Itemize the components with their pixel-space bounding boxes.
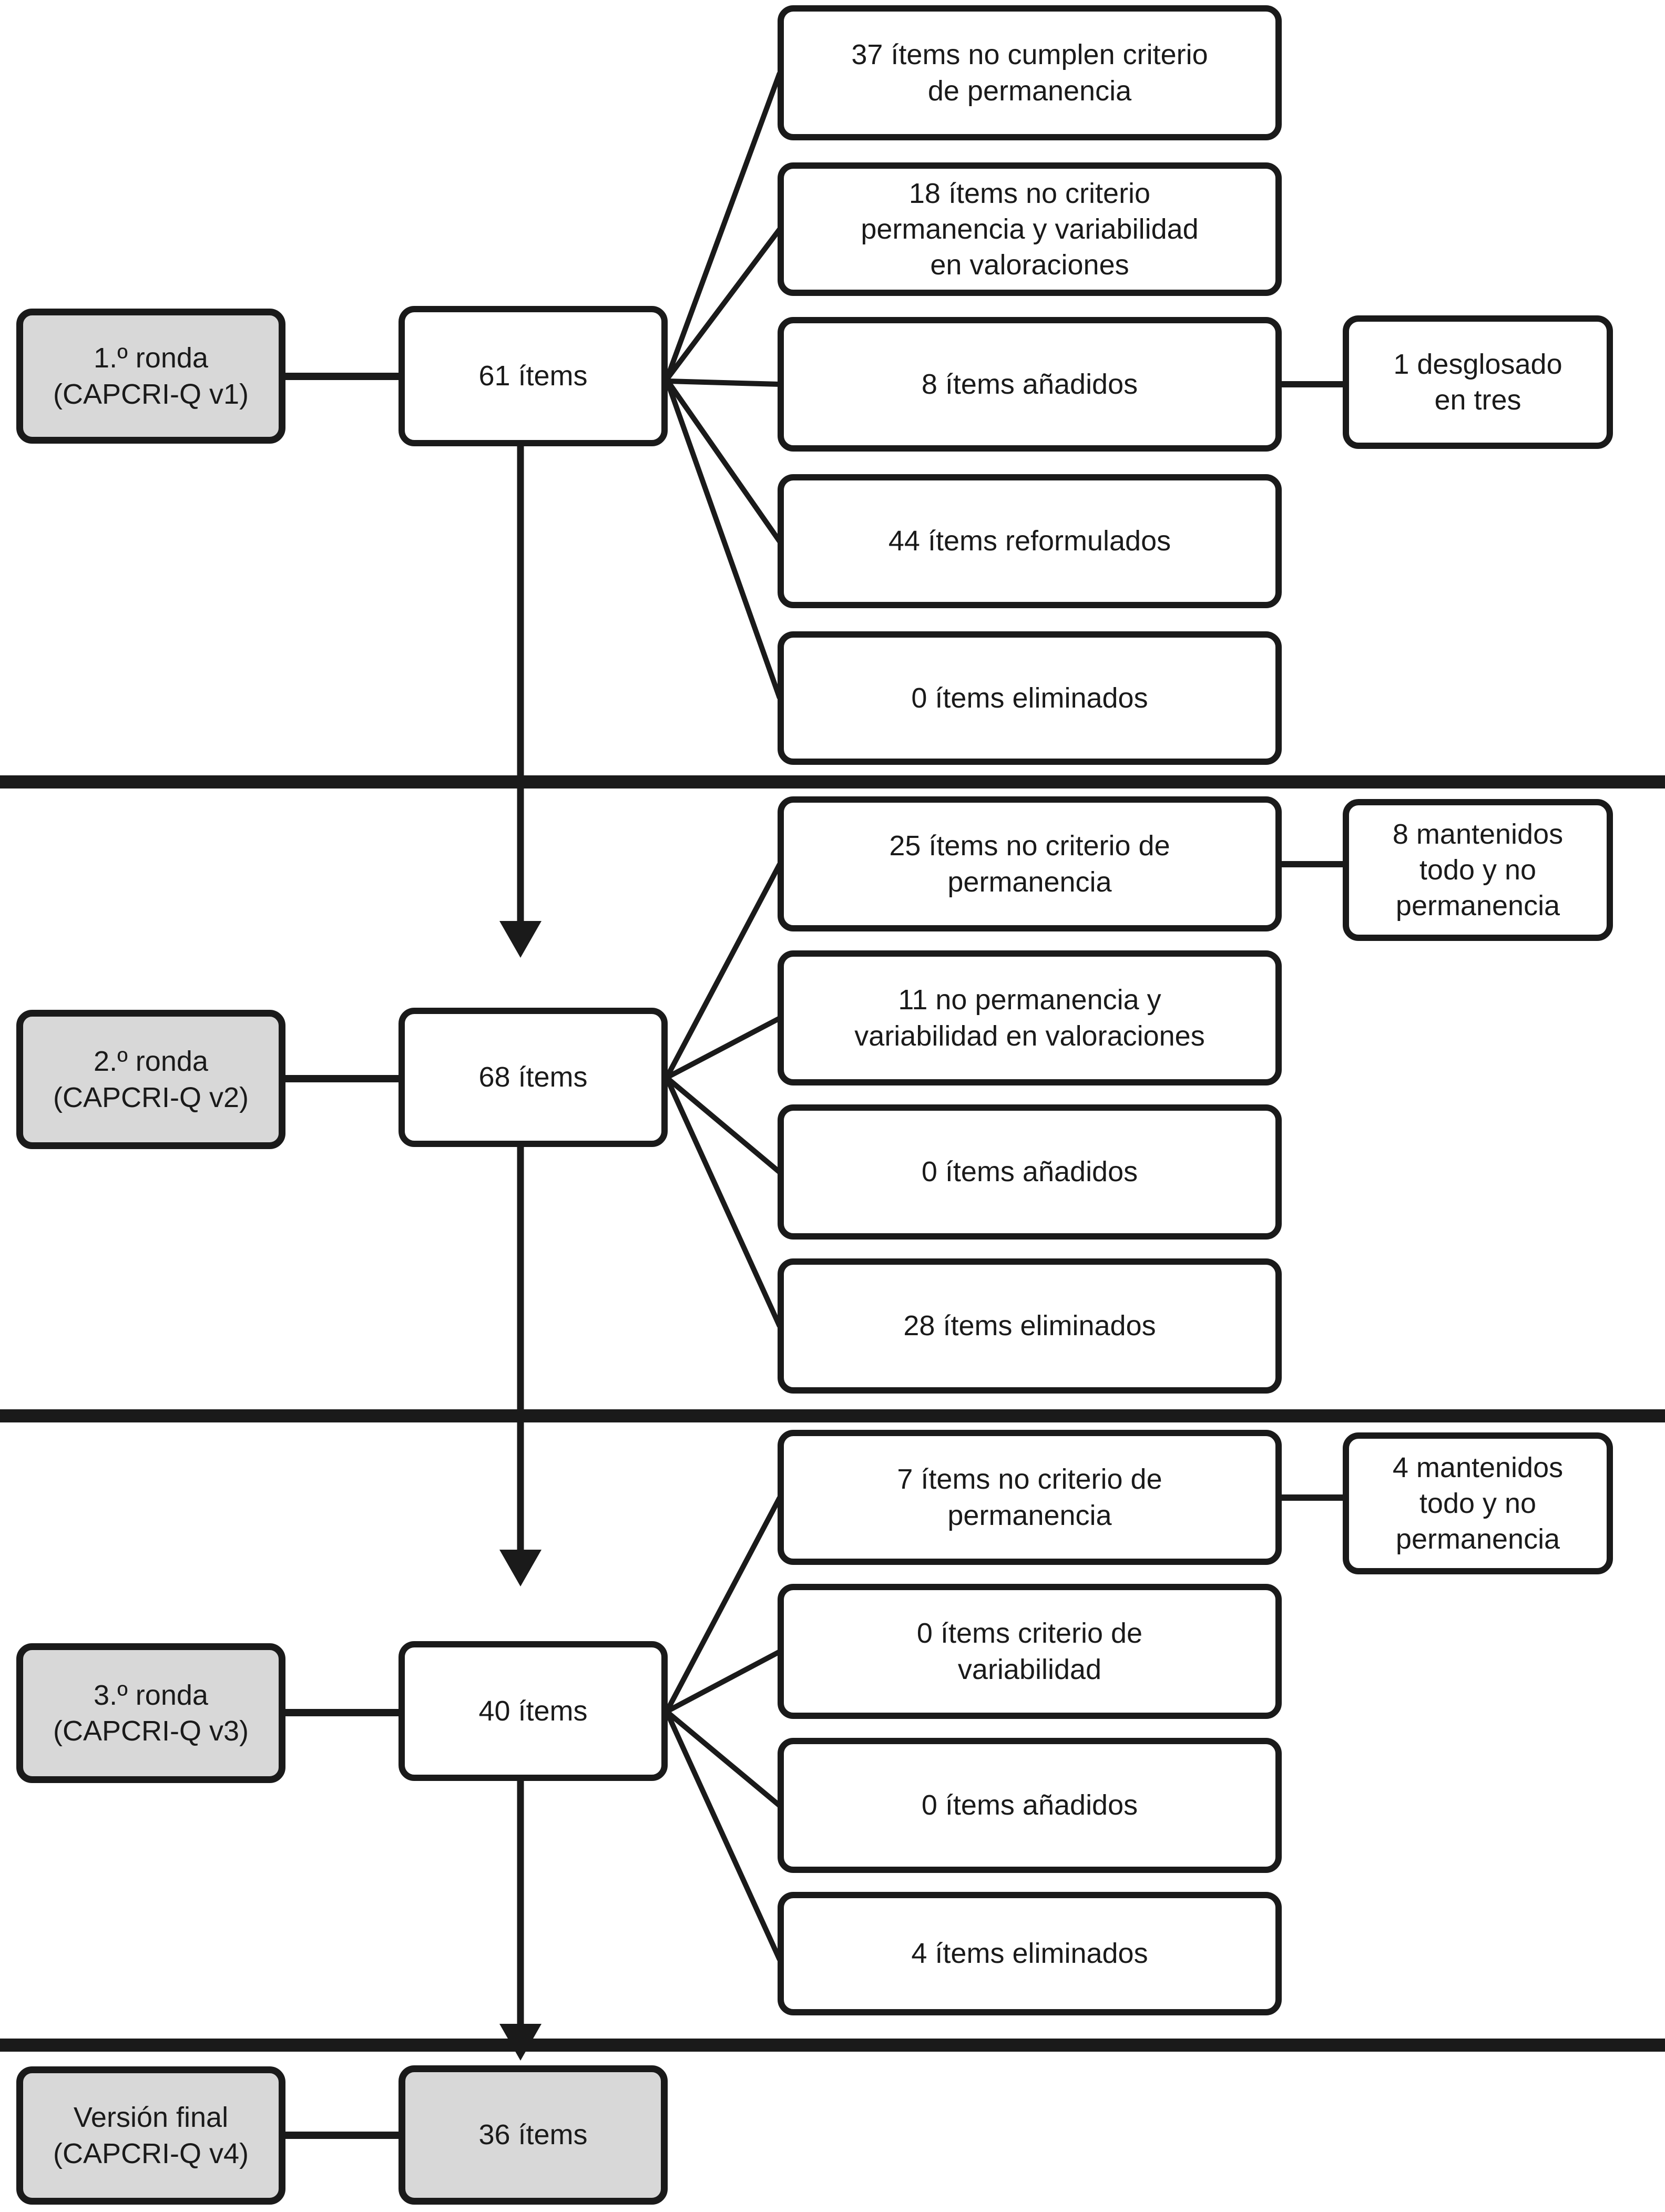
connector-line bbox=[665, 227, 782, 382]
connector-line bbox=[665, 1076, 782, 1174]
round-3-outcome-box-1: 7 ítems no criterio de permanencia bbox=[778, 1430, 1282, 1565]
connector-line bbox=[666, 378, 780, 387]
section-divider-3 bbox=[0, 2039, 1665, 2052]
round-3-outcome-box-2: 0 ítems criterio de variabilidad bbox=[778, 1584, 1282, 1719]
connector-line bbox=[665, 1649, 781, 1714]
connector-line bbox=[664, 72, 782, 381]
round-1-outcome-box-4: 44 ítems reformulados bbox=[778, 474, 1282, 608]
round-1-outcome-box-3: 8 ítems añadidos bbox=[778, 317, 1282, 452]
round-2-label-box: 2.º ronda (CAPCRI-Q v2) bbox=[16, 1010, 285, 1149]
round-1-outcome-box-2: 18 ítems no criterio permanencia y varia… bbox=[778, 162, 1282, 296]
flow-arrow-1 bbox=[499, 445, 542, 958]
section-divider-1 bbox=[0, 775, 1665, 788]
round-2-items-box: 68 ítems bbox=[399, 1008, 668, 1147]
round-2-outcome-box-2: 11 no permanencia y variabilidad en valo… bbox=[778, 950, 1282, 1085]
final-version-label-box: Versión final (CAPCRI-Q v4) bbox=[16, 2066, 285, 2205]
round-1-label-box: 1.º ronda (CAPCRI-Q v1) bbox=[16, 309, 285, 444]
round-1-items-box: 61 ítems bbox=[399, 306, 668, 446]
round-2-side-note-box: 8 mantenidos todo y no permanencia bbox=[1343, 799, 1613, 941]
flow-arrow-2 bbox=[499, 1146, 542, 1586]
connector-line bbox=[665, 1709, 782, 1808]
round-3-outcome-box-4: 4 ítems eliminados bbox=[778, 1892, 1282, 2015]
connector-fan-round-2 bbox=[664, 863, 782, 1328]
connector-line bbox=[665, 1016, 781, 1080]
round-2-outcome-box-3: 0 ítems añadidos bbox=[778, 1104, 1282, 1240]
connector-line bbox=[664, 378, 782, 543]
final-version-items-box: 36 ítems bbox=[399, 2065, 668, 2205]
round-1-side-note-box: 1 desglosado en tres bbox=[1343, 315, 1613, 449]
round-2-outcome-box-4: 28 ítems eliminados bbox=[778, 1258, 1282, 1394]
round-3-outcome-box-3: 0 ítems añadidos bbox=[778, 1738, 1282, 1873]
round-1-outcome-box-5: 0 ítems eliminados bbox=[778, 631, 1282, 765]
connector-line bbox=[664, 1710, 782, 1961]
round-3-side-note-box: 4 mantenidos todo y no permanencia bbox=[1343, 1432, 1613, 1574]
round-2-outcome-box-1: 25 ítems no criterio de permanencia bbox=[778, 796, 1282, 931]
round-3-items-box: 40 ítems bbox=[399, 1641, 668, 1781]
connector-fan-round-3 bbox=[664, 1496, 782, 1961]
connector-line bbox=[664, 378, 782, 699]
round-1-outcome-box-1: 37 ítems no cumplen criterio de permanen… bbox=[778, 5, 1282, 140]
connector-line bbox=[664, 1496, 782, 1713]
flow-arrow-3 bbox=[499, 1780, 542, 2061]
arrowhead-icon bbox=[499, 921, 542, 958]
connector-fan-round-1 bbox=[664, 72, 782, 699]
arrowhead-icon bbox=[499, 1550, 542, 1586]
round-3-label-box: 3.º ronda (CAPCRI-Q v3) bbox=[16, 1643, 285, 1783]
section-divider-2 bbox=[0, 1409, 1665, 1422]
connector-line bbox=[664, 1076, 782, 1328]
connector-line bbox=[664, 863, 782, 1079]
